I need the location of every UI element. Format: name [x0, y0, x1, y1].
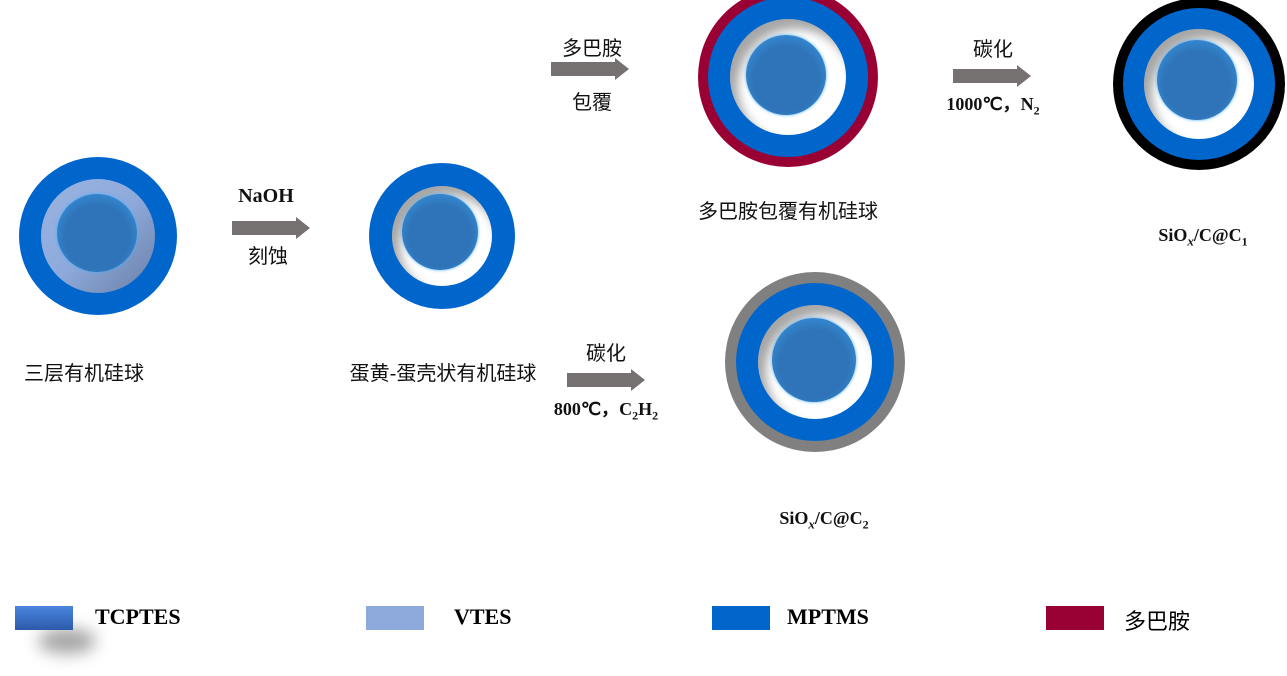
- carbonize2-condition: 800℃，C2H2: [553, 399, 659, 423]
- carbonize1-condition: 1000℃，N2: [946, 94, 1040, 118]
- arrow-carbonize2: [567, 369, 645, 391]
- legend-label-dopamine: 多巴胺: [1124, 610, 1191, 635]
- arrow-etch: [232, 217, 310, 239]
- arrow-coat: [551, 58, 629, 80]
- legend-label-tcptes: TCPTES: [95, 604, 181, 629]
- legend-shadow: [38, 628, 96, 654]
- legend-swatch-tcptes: [15, 606, 73, 630]
- legend-label-mptms: MPTMS: [787, 604, 869, 629]
- yolk-shell-label: 蛋黄-蛋壳状有机硅球: [349, 361, 537, 385]
- legend-label-vtes: VTES: [454, 604, 512, 629]
- etch-label: 刻蚀: [248, 244, 288, 268]
- legend-swatch-vtes: [366, 606, 424, 630]
- coat-label: 包覆: [572, 90, 612, 114]
- carbonize2-label: 碳化: [586, 341, 626, 365]
- tcptes-core: [57, 194, 137, 272]
- etch-reagent: NaOH: [238, 185, 294, 207]
- pda-coated-label: 多巴胺包覆有机硅球: [698, 199, 878, 223]
- legend-swatch-mptms: [712, 606, 770, 630]
- legend-swatch-dopamine: [1046, 606, 1104, 630]
- c1-label: SiOx/C@C1: [1158, 225, 1248, 249]
- c2-label: SiOx/C@C2: [779, 508, 869, 532]
- arrow-carbonize1: [953, 65, 1031, 87]
- coat-reagent: 多巴胺: [562, 36, 622, 60]
- carbonize1-label: 碳化: [973, 37, 1013, 61]
- three-layer-label: 三层有机硅球: [24, 361, 144, 385]
